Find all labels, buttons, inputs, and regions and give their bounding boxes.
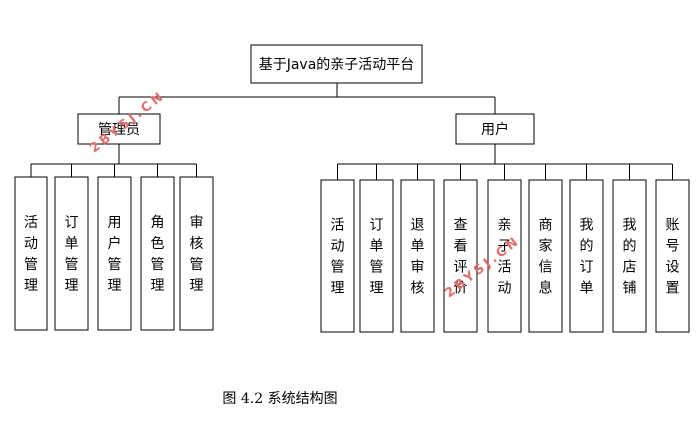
group-user: 用户 <box>455 113 535 145</box>
group-admin-label: 管理员 <box>98 122 140 138</box>
leaf-node-label: 角色管理 <box>151 215 165 294</box>
leaf-node-label: 订单管理 <box>370 218 384 297</box>
root-node: 基于Java的亲子活动平台 <box>250 44 423 84</box>
leaf-node: 活动管理 <box>14 176 48 331</box>
leaf-node: 亲子活动 <box>487 179 522 333</box>
leaf-node-label: 审核管理 <box>190 215 204 294</box>
leaf-node: 退单审核 <box>400 179 435 333</box>
leaf-node: 订单管理 <box>359 179 394 333</box>
leaf-node-box <box>320 179 355 333</box>
leaf-node: 我的订单 <box>569 179 604 333</box>
leaf-node-box <box>359 179 394 333</box>
leaf-node: 账号设置 <box>655 179 690 333</box>
group-user-label: 用户 <box>481 121 509 138</box>
leaf-node-box <box>400 179 435 333</box>
leaf-node-label: 订单管理 <box>65 215 79 294</box>
figure-caption: 图 4.2 系统结构图 <box>222 391 337 407</box>
leaf-node: 角色管理 <box>140 176 175 331</box>
leaf-node-label: 退单审核 <box>411 218 425 297</box>
root-node-box <box>250 44 423 84</box>
group-admin-box <box>77 113 161 145</box>
leaf-node-label: 用户管理 <box>108 215 122 294</box>
leaf-node-box <box>612 179 647 333</box>
leaf-node-label: 活动管理 <box>24 215 38 294</box>
leaf-node-box <box>179 176 214 331</box>
leaf-node-label: 查看评价 <box>454 218 468 297</box>
leaf-node-box <box>140 176 175 331</box>
leaf-node: 订单管理 <box>54 176 89 331</box>
leaf-node: 用户管理 <box>97 176 132 331</box>
leaf-node: 商家信息 <box>528 179 563 333</box>
connectors <box>30 83 673 180</box>
leaf-node-label: 我的订单 <box>580 218 594 297</box>
leaf-node-label: 我的店铺 <box>623 218 637 297</box>
leaf-node-box <box>54 176 89 331</box>
leaf-node-label: 账号设置 <box>666 218 680 297</box>
leaf-node: 审核管理 <box>179 176 214 331</box>
leaf-node: 我的店铺 <box>612 179 647 333</box>
leaf-node-box <box>443 179 478 333</box>
leaf-node-box <box>97 176 132 331</box>
root-node-label: 基于Java的亲子活动平台 <box>259 56 415 73</box>
leaf-node-label: 亲子活动 <box>498 218 512 297</box>
leaf-node-box <box>655 179 690 333</box>
leaf-node: 活动管理 <box>320 179 355 333</box>
leaf-node-label: 活动管理 <box>331 218 345 297</box>
leaf-node-box <box>487 179 522 333</box>
leaf-node: 查看评价 <box>443 179 478 333</box>
leaf-node-box <box>14 176 48 331</box>
group-admin: 管理员 <box>77 113 161 145</box>
leaf-node-box <box>569 179 604 333</box>
leaf-node-box <box>528 179 563 333</box>
leaf-nodes: 活动管理 订单管理 用户管理 角色管理 审核管理 活动管理 订单管理 退单审核 查看评价 亲子活动… <box>14 176 690 333</box>
leaf-node-label: 商家信息 <box>539 218 553 297</box>
group-user-box <box>455 113 535 145</box>
